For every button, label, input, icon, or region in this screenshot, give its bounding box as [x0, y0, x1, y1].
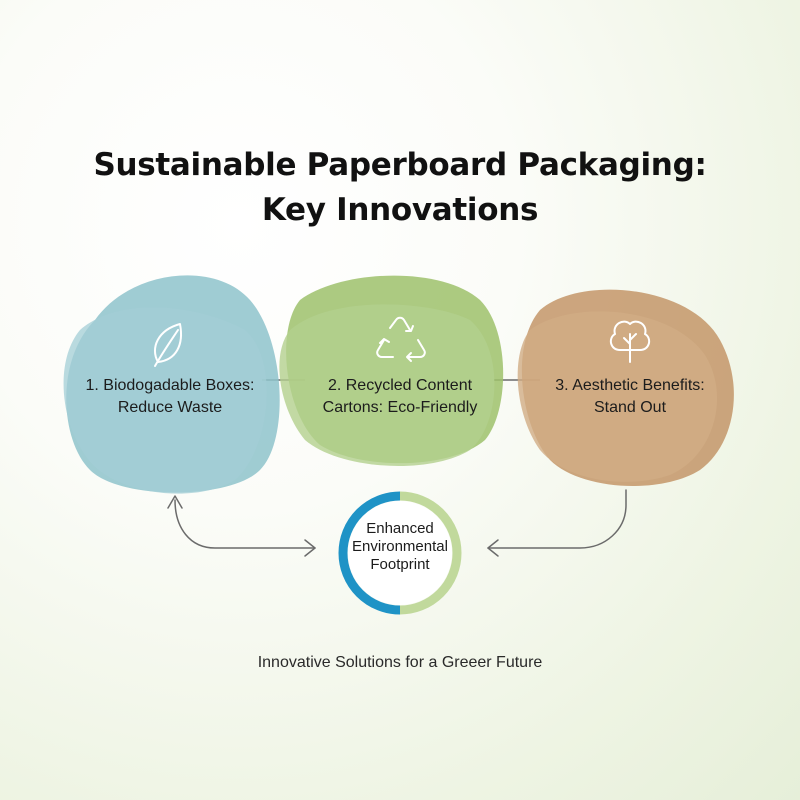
- center-line-2: Environmental: [352, 538, 448, 555]
- arrow-step-3-to-center: [487, 489, 627, 557]
- recycle-icon: [376, 316, 426, 362]
- center-line-1: Enhanced: [366, 520, 434, 537]
- step-1-line-1: 1. Biodogadable Boxes:: [85, 377, 255, 394]
- title-line-1: Sustainable Paperboard Packaging:: [93, 147, 707, 183]
- step-1-line-2: Reduce Waste: [117, 399, 223, 416]
- step-label-2: 2. Recycled Content Cartons: Eco-Friendl…: [290, 375, 510, 419]
- title-line-2: Key Innovations: [261, 192, 539, 228]
- center-ring: [338, 491, 462, 615]
- center-label: Enhanced Environmental Footprint: [335, 520, 465, 574]
- step-label-1: 1. Biodogadable Boxes: Reduce Waste: [60, 375, 280, 419]
- tree-icon: [609, 320, 651, 363]
- leaf-icon: [153, 323, 182, 367]
- step-label-3: 3. Aesthetic Benefits: Stand Out: [520, 375, 740, 419]
- page-title: Sustainable Paperboard Packaging: Key In…: [0, 143, 800, 233]
- step-blob-3: [517, 289, 734, 487]
- step-blob-2: [279, 275, 504, 467]
- step-2-line-2: Cartons: Eco-Friendly: [322, 399, 478, 416]
- step-2-line-1: 2. Recycled Content: [327, 377, 473, 394]
- step-blob-1: [63, 275, 280, 494]
- step-3-line-1: 3. Aesthetic Benefits:: [555, 377, 705, 394]
- arrow-center-to-step-1: [167, 495, 316, 557]
- step-3-line-2: Stand Out: [593, 399, 667, 416]
- footer-tagline: Innovative Solutions for a Greeer Future: [257, 654, 543, 671]
- center-line-3: Footprint: [370, 556, 430, 573]
